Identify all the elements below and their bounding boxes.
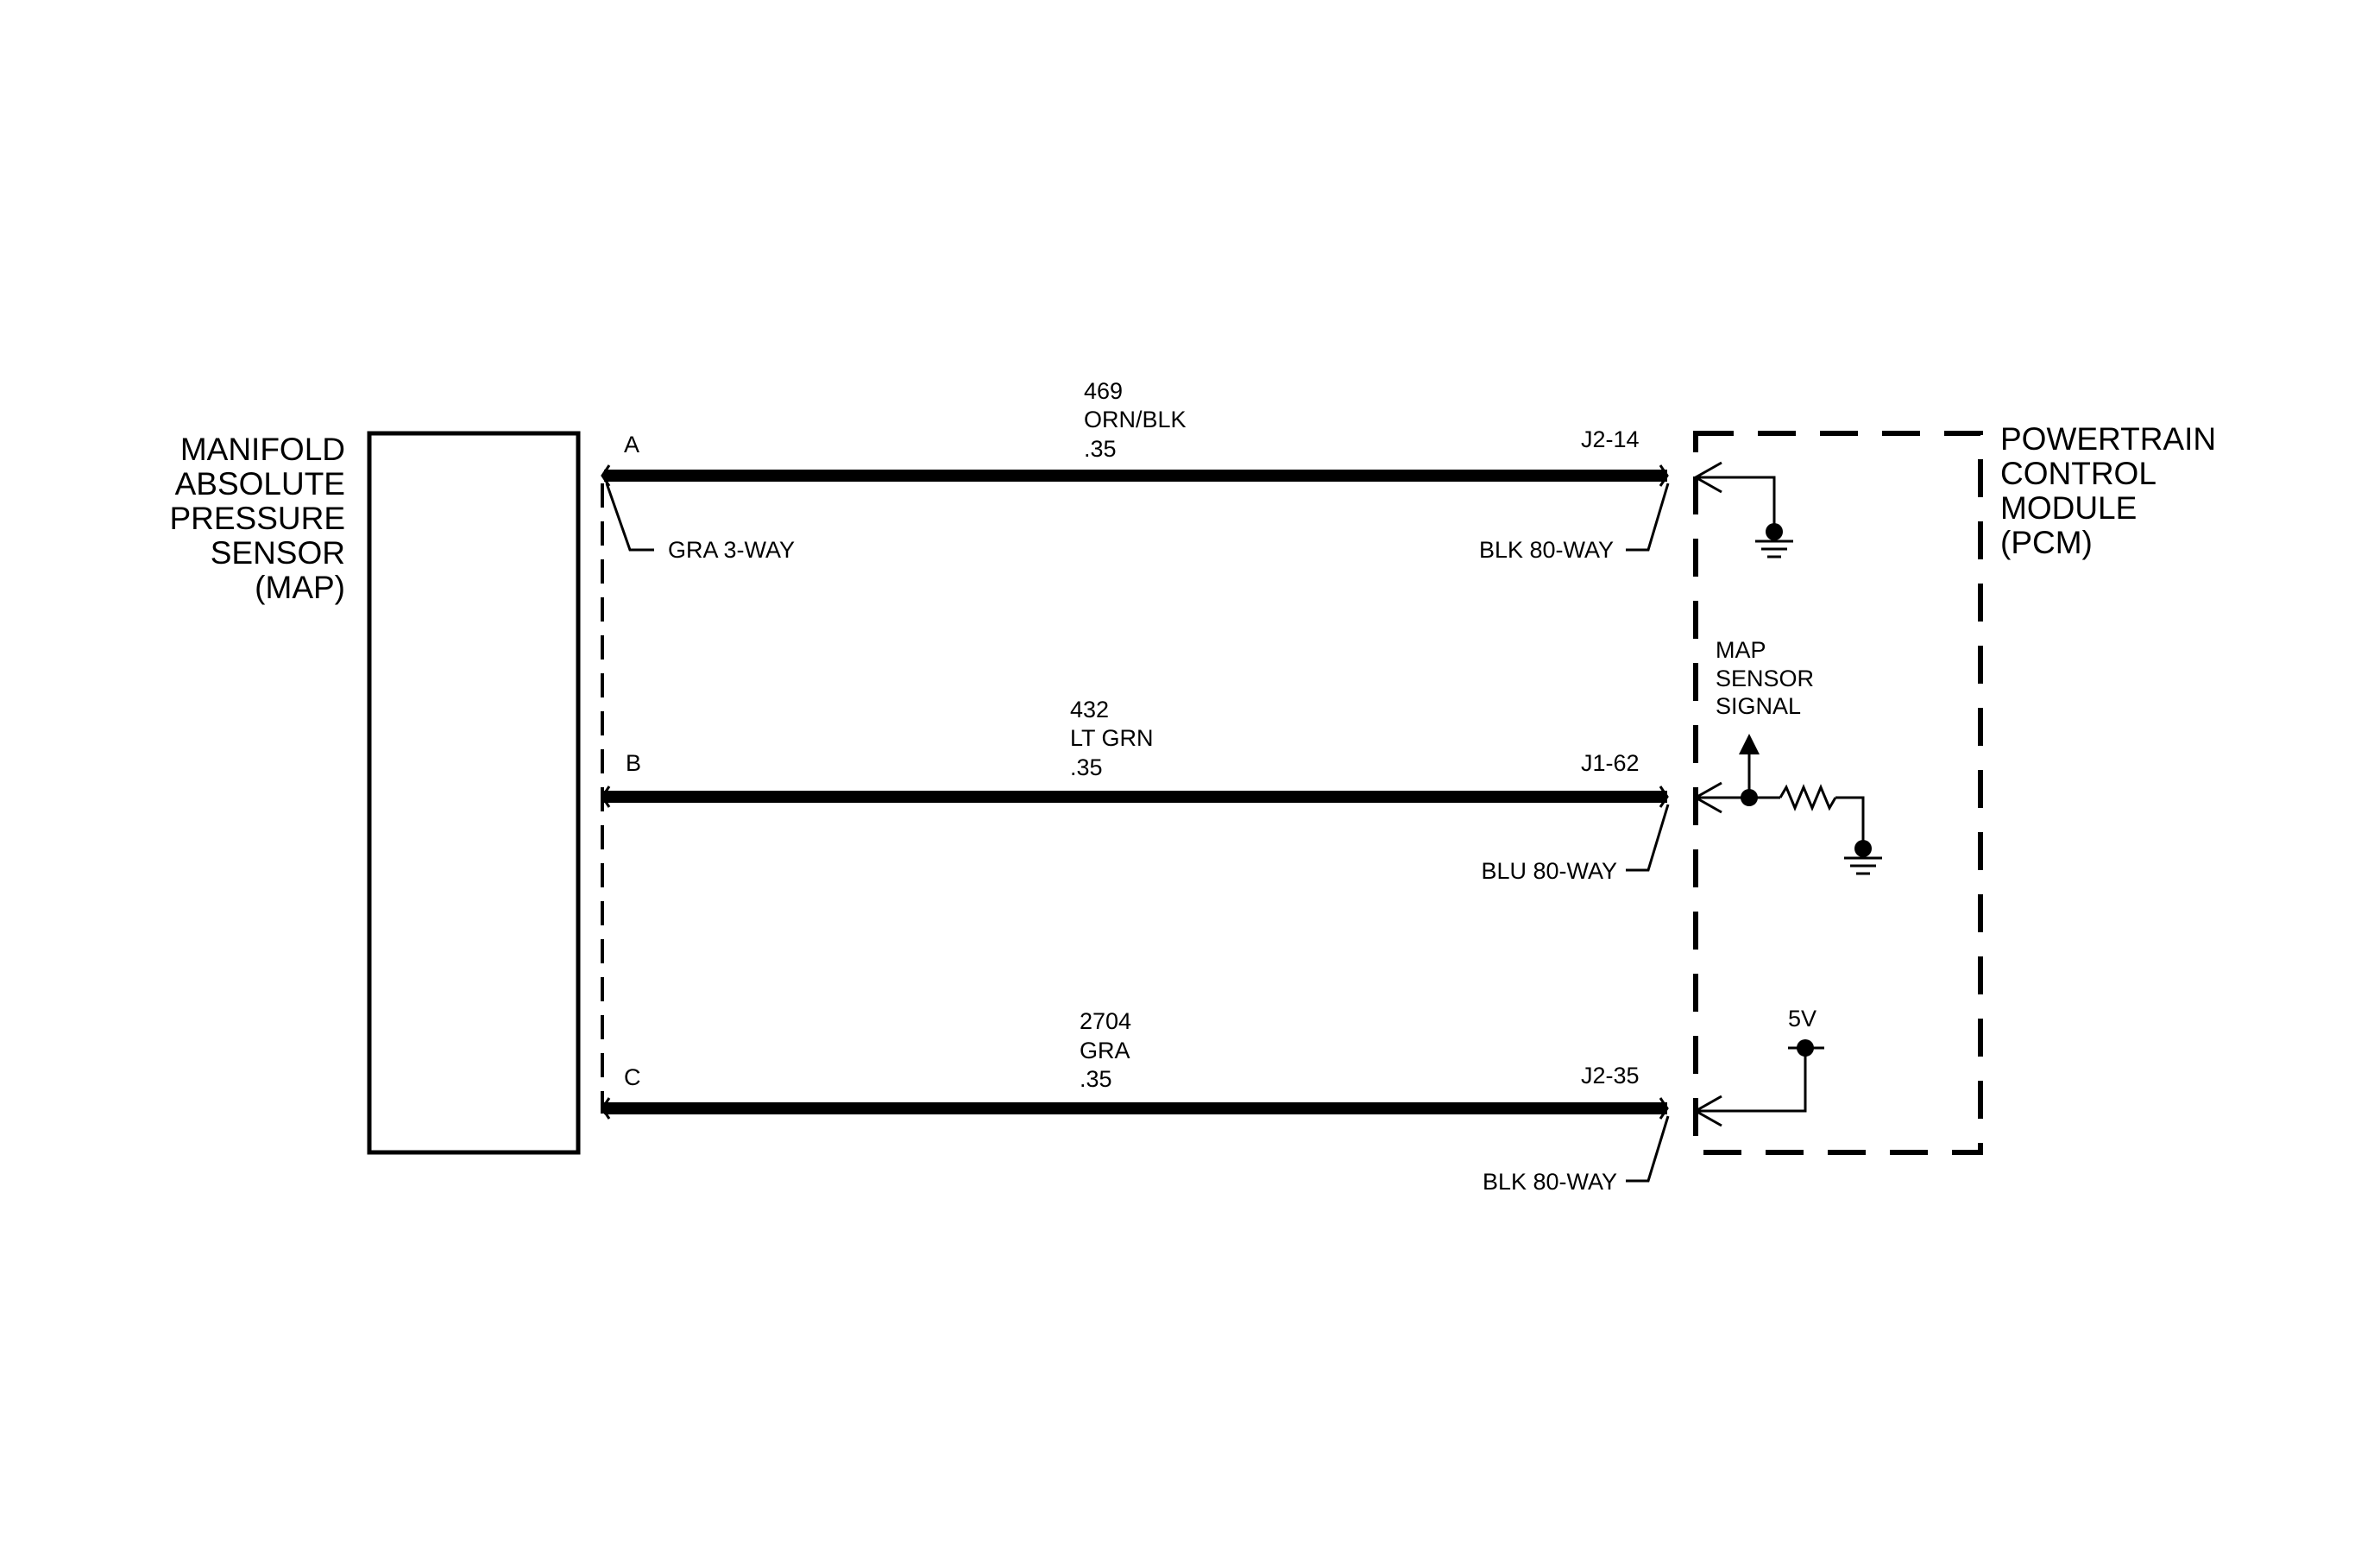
resistor-icon [1779,784,1837,811]
sensor-connector-label: GRA 3-WAY [668,537,795,563]
wire-color: LT GRN [1070,725,1154,751]
pcm-pin-terminal-icon [1659,464,1669,487]
pcm-label-line: POWERTRAIN [2000,421,2216,457]
circuit-number: 432 [1070,697,1109,723]
connector-leader-line [1626,483,1670,552]
pcm-label: POWERTRAIN CONTROL MODULE (PCM) [2000,421,2216,560]
pcm-connector-label: BLU 80-WAY [1481,858,1617,884]
pcm-pin-terminal-icon [1659,786,1669,808]
pcm-terminal: J2-14 [1581,426,1640,452]
circuit-number: 469 [1084,378,1123,404]
arrow-icon [1692,1095,1722,1127]
signal-arrow-icon [1739,734,1760,754]
map-sensor-label: MANIFOLD ABSOLUTE PRESSURE SENSOR (MAP) [169,432,345,605]
circuit-c: C 2704 GRA .35 J2-35 BLK 80-WAY 5V [601,1006,1824,1195]
wire-gauge: .35 [1084,436,1117,462]
connector-leader-line [1626,804,1670,872]
pcm-terminal: J1-62 [1581,750,1640,776]
pcm-box [1693,431,1983,1155]
sensor-pin-terminal-icon [601,786,611,808]
map-sensor-label-line: PRESSURE [169,501,345,536]
signal-label-line: SENSOR [1716,666,1814,691]
circuit-b: B 432 LT GRN .35 J1-62 BLU 80-WAY MAP SE… [601,637,1882,884]
connector-leader-line [605,483,654,552]
pcm-connector-label: BLK 80-WAY [1479,537,1614,563]
pin-label: A [624,432,639,458]
pin-label: B [626,750,641,776]
signal-label-line: MAP [1716,637,1766,663]
connector-leader-line [1626,1115,1670,1183]
pcm-pin-terminal-icon [1659,1097,1669,1120]
pin-label: C [624,1064,641,1090]
circuit-a: A 469 ORN/BLK .35 J2-14 GRA 3-WAY BLK 80… [601,378,1793,563]
reference-voltage-label: 5V [1788,1006,1816,1032]
wire-color: ORN/BLK [1084,407,1187,432]
wire-color: GRA [1080,1038,1130,1063]
map-sensor-label-line: SENSOR [211,535,345,571]
map-sensor-label-line: (MAP) [255,570,345,605]
circuit-number: 2704 [1080,1008,1131,1034]
internal-trace [1696,476,1776,530]
ground-icon [1844,840,1882,875]
pcm-label-line: (PCM) [2000,525,2093,560]
sensor-pin-terminal-icon [601,1097,611,1120]
pcm-label-line: CONTROL [2000,456,2156,491]
map-sensor-label-line: ABSOLUTE [175,466,345,502]
pcm-terminal: J2-35 [1581,1063,1640,1089]
sensor-pin-terminal-icon [601,464,611,487]
map-sensor-label-line: MANIFOLD [180,432,345,467]
pcm-label-line: MODULE [2000,490,2137,526]
map-sensor-box [367,431,581,1155]
signal-label-line: SIGNAL [1716,693,1801,719]
wire-gauge: .35 [1080,1066,1112,1092]
pcm-connector-label: BLK 80-WAY [1483,1169,1617,1195]
internal-trace [1835,796,1865,846]
ground-icon [1755,523,1793,558]
internal-trace [1696,1048,1807,1113]
wire-gauge: .35 [1070,754,1103,780]
